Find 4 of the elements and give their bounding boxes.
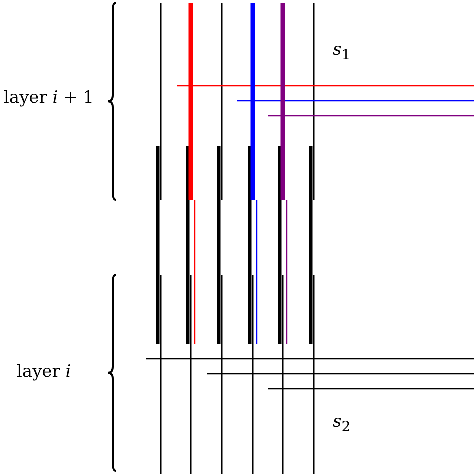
layer-label: layer i + 1 [4,88,94,108]
subscript-label: s$_{2}$ [333,412,351,436]
layer-label: layer i [17,362,72,382]
subscript-label: s$_{1}$ [333,40,351,64]
